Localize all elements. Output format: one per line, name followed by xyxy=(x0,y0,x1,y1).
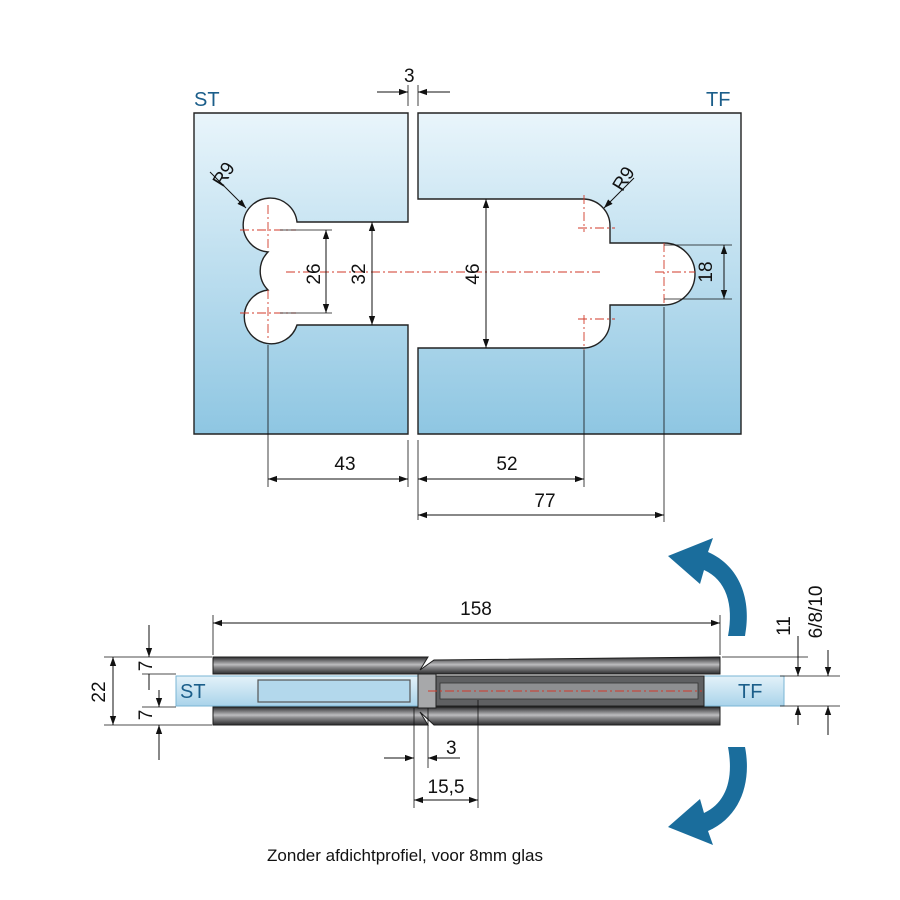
rotate-down-arrow-icon xyxy=(668,747,747,845)
dim-11-6810: 11 6/8/10 xyxy=(722,586,840,735)
label-11: 11 xyxy=(774,616,795,636)
dim-52: 52 xyxy=(417,350,585,520)
label-158: 158 xyxy=(460,599,492,620)
side-left-tag: ST xyxy=(180,681,206,703)
dim-158: 158 xyxy=(212,599,721,655)
dim-43: 43 xyxy=(267,345,409,487)
left-plate-st-shape xyxy=(193,112,409,435)
bottom-clamp-bar xyxy=(212,706,721,726)
side-view: ST TF 158 22 7 7 xyxy=(89,538,840,845)
dim-77: 77 xyxy=(418,307,665,522)
top-clamp-bar xyxy=(212,656,721,675)
caption: Zonder afdichtprofiel, voor 8mm glas xyxy=(267,846,543,865)
gap-label: 3 xyxy=(404,66,415,87)
label-52: 52 xyxy=(496,454,517,475)
gap-dimension: 3 xyxy=(377,66,450,106)
label-15-5: 15,5 xyxy=(428,777,465,798)
dim-46: 46 xyxy=(463,199,490,348)
top-right-tag: TF xyxy=(706,89,730,111)
label-43: 43 xyxy=(334,454,355,475)
right-plate-tf xyxy=(417,112,742,435)
label-7-bottom: 7 xyxy=(136,710,157,721)
label-77: 77 xyxy=(534,491,555,512)
dim-22-7-7: 22 7 7 xyxy=(89,625,212,760)
dim-3-15-5: 3 15,5 xyxy=(384,700,479,808)
label-32: 32 xyxy=(349,263,370,284)
dim-26: 26 xyxy=(280,229,332,314)
dim-18: 18 xyxy=(664,244,732,300)
label-26: 26 xyxy=(304,263,325,284)
rotate-up-arrow-icon xyxy=(668,538,747,636)
label-18: 18 xyxy=(696,261,717,282)
label-22: 22 xyxy=(89,681,110,702)
label-46: 46 xyxy=(463,263,484,284)
top-left-tag: ST xyxy=(194,89,220,111)
left-inner-glass xyxy=(257,679,411,703)
top-view: ST TF 3 R9 xyxy=(193,66,742,522)
label-7-top: 7 xyxy=(136,661,157,672)
side-right-tag: TF xyxy=(738,681,762,703)
dim-32: 32 xyxy=(349,222,376,325)
label-6-8-10: 6/8/10 xyxy=(806,586,827,639)
label-3-side: 3 xyxy=(446,738,457,759)
